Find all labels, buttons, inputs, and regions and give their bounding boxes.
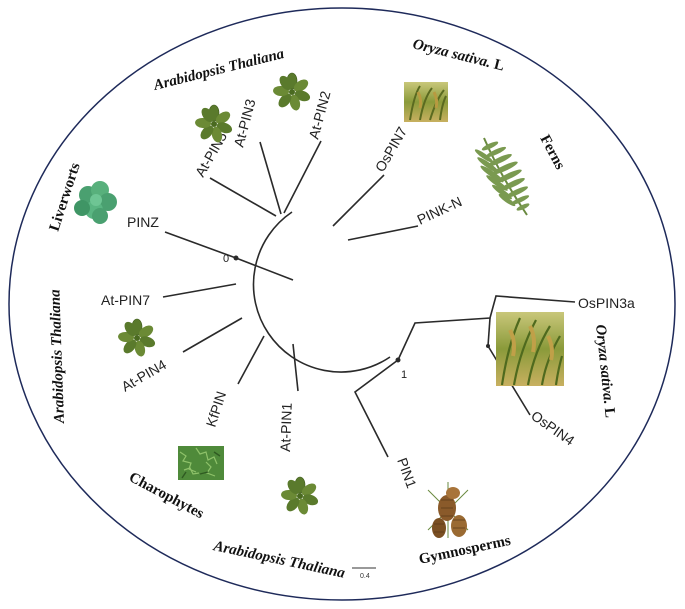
leaf-label-pink-n: PINK-N	[415, 193, 465, 228]
leaf-label-at-pin5: At-PIN5	[192, 129, 230, 180]
liverwort-icon	[74, 181, 117, 224]
branches	[162, 140, 576, 458]
leaf-label-kfpin: KfPIN	[203, 389, 230, 429]
rice-plant-photo	[404, 82, 448, 122]
group-label-oryza-top: Oryza sativa. L	[411, 36, 506, 74]
leaf-label-pinz: PINZ	[127, 214, 159, 230]
group-label-arabidopsis-top: Arabidopsis Thaliana	[151, 46, 286, 94]
arabidopsis-rosette-icon	[280, 476, 321, 517]
group-label-gymnosperms: Gymnosperms	[418, 533, 513, 568]
arabidopsis-rosette-icon	[117, 318, 158, 359]
leaf-label-at-pin7: At-PIN7	[101, 292, 150, 308]
scale-bar-label: 0.4	[360, 573, 370, 580]
group-label-arabidopsis-left: Arabidopsis Thaliana	[47, 289, 68, 425]
leaf-label-ospin3a: OsPIN3a	[578, 295, 635, 311]
arabidopsis-rosette-icon	[272, 72, 313, 113]
leaf-label-at-pin1: At-PIN1	[277, 402, 295, 452]
charophyte-moss-icon	[178, 446, 224, 480]
node-one	[395, 357, 401, 363]
leaf-label-pin1: PIN1	[394, 456, 420, 491]
group-label-liverworts: Liverworts	[47, 161, 84, 233]
node-rice	[486, 344, 490, 348]
group-label-oryza-right: Oryza sativa. L	[592, 324, 618, 419]
group-label-ferns: Ferns	[536, 132, 567, 172]
leaf-label-ospin4: OsPIN4	[528, 407, 578, 448]
leaf-label-ospin7: OsPIN7	[372, 124, 410, 175]
outer-boundary	[8, 7, 676, 601]
central-arc	[252, 211, 391, 373]
rice-plant-photo	[496, 312, 564, 386]
leaf-label-at-pin3: At-PIN3	[230, 97, 258, 149]
node-label-one: 1	[401, 369, 407, 381]
fern-frond-icon	[474, 137, 530, 216]
pine-cone-icon	[427, 482, 469, 538]
node-zero	[233, 255, 239, 261]
leaf-label-at-pin4: At-PIN4	[119, 356, 170, 394]
node-label-zero: 0	[223, 253, 229, 265]
group-label-arabidopsis-bottom: Arabidopsis Thaliana	[211, 538, 347, 582]
